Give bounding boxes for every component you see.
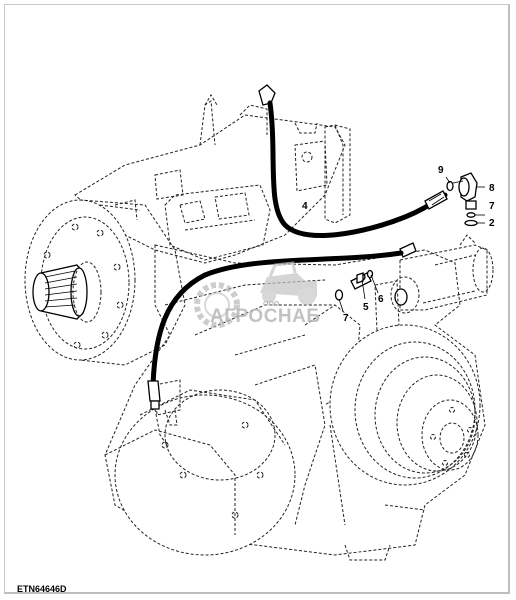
exploded-parts-diagram: 9 8 7 2 4 6 5 7 xyxy=(24,84,495,561)
hose-4 xyxy=(258,84,448,238)
callout-2: 2 xyxy=(489,218,495,229)
callout-4: 4 xyxy=(302,201,308,212)
figure-code: ETN64646D xyxy=(17,584,67,594)
fitting-5-6-cluster xyxy=(350,269,374,290)
callout-6: 6 xyxy=(378,294,384,305)
fitting-2 xyxy=(464,219,478,227)
watermark-logo xyxy=(194,261,317,328)
callout-5: 5 xyxy=(363,302,369,313)
hose-lower xyxy=(147,242,417,446)
o-ring-9 xyxy=(446,180,454,192)
watermark-prefix: ООО xyxy=(263,301,280,308)
callout-9: 9 xyxy=(438,165,444,176)
o-ring-7-upper xyxy=(466,212,476,218)
callout-7-lower: 7 xyxy=(343,313,349,324)
pulley xyxy=(329,324,481,486)
splined-shaft xyxy=(32,261,102,323)
callout-7-upper: 7 xyxy=(489,201,495,212)
right-cylinder xyxy=(374,234,494,332)
elbow-fitting-8 xyxy=(452,172,478,210)
o-ring-7-lower xyxy=(334,289,344,301)
diagram-frame: 9 8 7 2 4 6 5 7 ООО АГРОСНАБ ETN64646D xyxy=(4,4,510,594)
watermark-name: АГРОСНАБ xyxy=(210,306,321,327)
callout-8: 8 xyxy=(489,183,495,194)
lower-left-housing xyxy=(104,379,296,556)
callout-leaders xyxy=(338,176,485,312)
